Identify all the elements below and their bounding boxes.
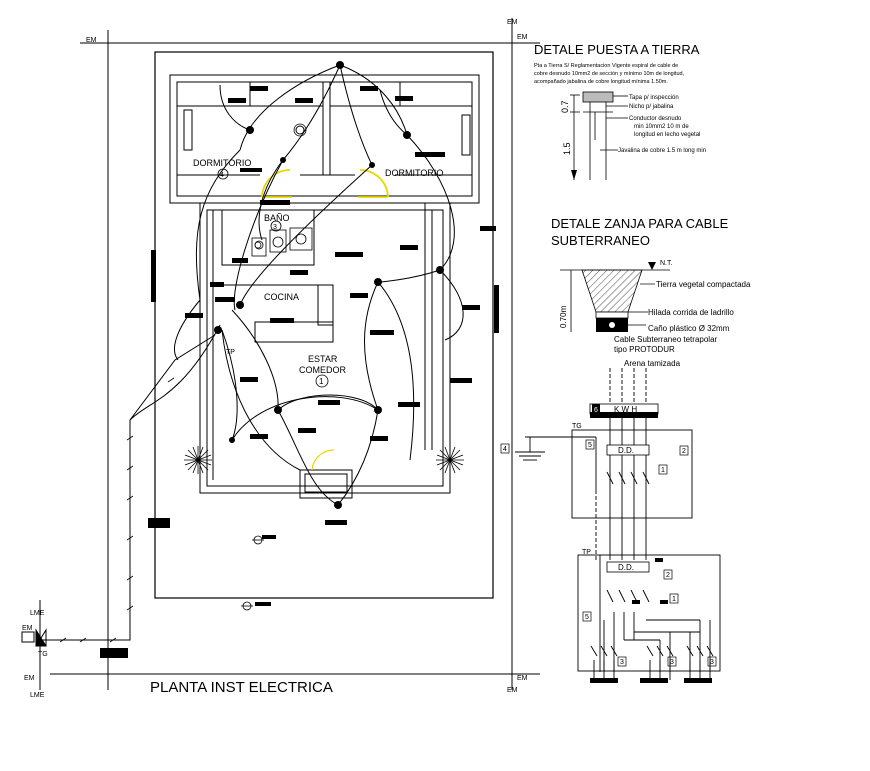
- em-marker-meter: EM: [22, 625, 33, 632]
- grounding-dim-bottom: 1.5: [562, 142, 572, 155]
- grounding-title: DETALE PUESTA A TIERRA: [534, 42, 700, 57]
- room-label-dormitorio: DORMITORIO: [385, 168, 443, 178]
- trench-label-brick: Hilada corrida de ladrillo: [648, 308, 734, 317]
- outlet-symbols: [241, 123, 307, 611]
- sld-tg-label: TG: [572, 423, 582, 430]
- tg-dd-label: D.D.: [618, 446, 634, 455]
- grounding-dim-top: 0.7: [560, 100, 570, 113]
- room-label-comedor: COMEDOR: [299, 365, 347, 375]
- tag-3-c: 3: [710, 659, 714, 666]
- room-labels: DORMITORIO 4 DORMITORIO BAÑO 3 COCINA ES…: [193, 158, 443, 388]
- tag-1-tg: 1: [661, 467, 665, 474]
- tp-dd-label: D.D.: [618, 563, 634, 572]
- room-number-4: 4: [220, 172, 224, 179]
- trench-label-soil: Tierra vegetal compactada: [656, 280, 751, 289]
- axis-lines: [39, 18, 540, 690]
- meter-number: 6: [594, 407, 598, 414]
- tag-5-tg: 5: [588, 442, 592, 449]
- trench-label-pipe: Caño plástico Ø 32mm: [648, 324, 730, 333]
- room-number-3: 3: [273, 224, 277, 231]
- tp-marker-plan: TP: [226, 349, 235, 356]
- grounding-label-niche: Nicho p/ jabalina: [629, 104, 674, 110]
- em-marker-bottom-right-2: EM: [517, 675, 528, 682]
- tag-2-tg: 2: [682, 448, 686, 455]
- em-marker-top-right: EM: [507, 19, 518, 26]
- grounding-label-conductor-3: longitud en lecho vegetal: [634, 132, 700, 138]
- trench-label-sand: Arena tamizada: [624, 359, 681, 368]
- trench-title-2: SUBTERRANEO: [551, 233, 650, 248]
- grounding-note-3: acompañado jabalina de cobre longitud mí…: [534, 79, 668, 85]
- meter-label: K W H: [614, 405, 637, 414]
- grounding-note-2: cobre desnudo 10mm2 de sección y mínimo …: [534, 71, 685, 77]
- feeder-hatch: [59, 377, 175, 643]
- room-label-estar: ESTAR: [308, 354, 338, 364]
- grounding-label-conductor-2: min 10mm2 10 m de: [634, 124, 689, 130]
- junction-points: [214, 61, 444, 509]
- thick-walls: [151, 250, 499, 333]
- em-marker-bottom-right: EM: [507, 687, 518, 694]
- tag-5-tp: 5: [585, 614, 589, 621]
- grounding-label-rod: Javalina de cobre 1.5 m long min: [618, 148, 706, 154]
- lme-marker-top: LME: [30, 610, 45, 617]
- meter-symbol: [21, 628, 47, 647]
- tg-marker-plan: TG: [38, 651, 48, 658]
- axis-markers: EM EM EM EM EM EM LME LME EM TG: [22, 19, 528, 699]
- trench-label-cable-1: Cable Subterraneo tetrapolar: [614, 335, 718, 344]
- tag-4-ground: 4: [503, 446, 507, 453]
- bush-icons: [184, 446, 464, 474]
- wiring-arcs: [40, 64, 464, 641]
- tag-3-a: 3: [620, 659, 624, 666]
- trench-depth: 0.70m: [559, 305, 568, 328]
- single-line-diagram: 6 K W H D.D. D.D. TG TP 4 5 2 1 2 1 5 3: [500, 368, 721, 683]
- room-label-bano: BAÑO: [264, 213, 290, 223]
- trench-nt: N.T.: [660, 260, 673, 267]
- sld-tp-label: TP: [582, 549, 591, 556]
- grounding-note-1: Pta a Tierra S/ Reglamentacion Vigente e…: [534, 63, 678, 69]
- em-marker-bottom-left: EM: [24, 675, 35, 682]
- circuit-tags: [100, 86, 496, 658]
- room-label-cocina: COCINA: [264, 292, 299, 302]
- grounding-label-conductor-1: Conductor desnudo: [629, 116, 682, 122]
- trench-title-1: DETALE ZANJA PARA CABLE: [551, 216, 729, 231]
- trench-detail: DETALE ZANJA PARA CABLE SUBTERRANEO N.T.…: [551, 216, 751, 368]
- bathroom-fixtures: [251, 227, 313, 257]
- room-label-dormitorio-4: DORMITORIO: [193, 158, 251, 168]
- tag-1-tp: 1: [672, 596, 676, 603]
- grounding-detail: DETALE PUESTA A TIERRA Pta a Tierra S/ R…: [534, 42, 706, 180]
- plan-title: PLANTA INST ELECTRICA: [150, 679, 333, 696]
- em-marker-top-right-2: EM: [517, 34, 528, 41]
- lot-boundary: [154, 51, 494, 599]
- tag-2-tp: 2: [666, 572, 670, 579]
- em-marker-top-left: EM: [86, 37, 97, 44]
- tag-3-b: 3: [670, 659, 674, 666]
- door-swings: [261, 169, 389, 471]
- room-number-1: 1: [319, 377, 324, 386]
- grounding-label-cover: Tapa p/ inspección: [629, 95, 679, 101]
- trench-label-cable-2: tipo PROTODUR: [614, 345, 675, 354]
- lme-marker-bottom: LME: [30, 692, 45, 699]
